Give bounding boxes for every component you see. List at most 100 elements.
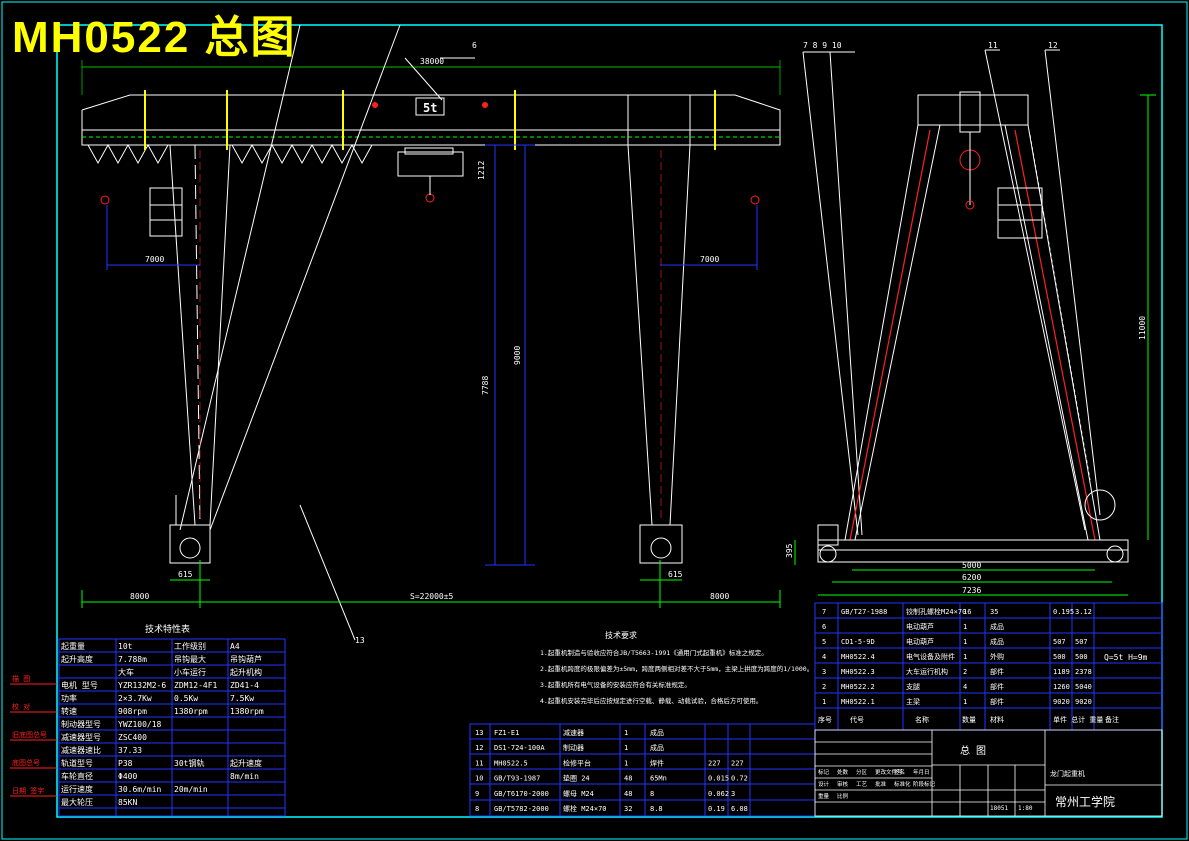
bom-upper-cell: 9020 bbox=[1075, 698, 1092, 706]
title-block-role: 工艺 bbox=[856, 781, 868, 788]
tech-table-cell: 30.6m/min bbox=[118, 785, 162, 794]
bom-upper-cell: 成品 bbox=[990, 622, 1004, 631]
tech-table-cell: 小车运行 bbox=[174, 667, 206, 677]
bom-upper-cell: 部件 bbox=[990, 667, 1004, 676]
bom-upper-cell: 部件 bbox=[990, 697, 1004, 706]
bom-upper-grid bbox=[814, 602, 1163, 731]
bom-lower-cell: DS1-724-100A bbox=[494, 744, 545, 752]
tech-table-cell: 起升高度 bbox=[61, 654, 93, 664]
bom-upper-cell: 5 bbox=[822, 638, 826, 646]
bom-lower-cell: 3 bbox=[731, 790, 735, 798]
bom-lower-cell: 1 bbox=[624, 744, 628, 752]
title-block-role: 分区 bbox=[856, 768, 868, 776]
bom-upper-cell: 6 bbox=[822, 623, 826, 631]
tech-table-cell: 大车 bbox=[118, 667, 134, 677]
bom-lower-cell: GB/T6170-2000 bbox=[494, 790, 549, 798]
balloon-12: 12 bbox=[1048, 41, 1058, 50]
dim-left-leg: 615 bbox=[178, 570, 193, 579]
bom-upper-cell: 4 bbox=[963, 683, 967, 691]
title-block-role: 年月日 bbox=[913, 768, 930, 776]
dim-base: 395 bbox=[785, 543, 794, 558]
bom-lower-cell: 成品 bbox=[650, 728, 664, 737]
bom-upper-cell: 35 bbox=[990, 608, 998, 616]
capacity-tag: 5t bbox=[423, 101, 437, 115]
bom-upper-header-cell: 名称 bbox=[915, 715, 929, 724]
main-elevation bbox=[81, 24, 781, 641]
bom-upper-cell: 507 bbox=[1053, 638, 1066, 646]
bom-lower-cell: 6.08 bbox=[731, 805, 748, 813]
tech-table-cell: 起升机构 bbox=[230, 667, 262, 677]
bom-lower-cell: 12 bbox=[475, 744, 483, 752]
bom-upper-cell: 1 bbox=[963, 698, 967, 706]
title-block-role: 设计 bbox=[818, 780, 830, 788]
bom-upper-cell: 9020 bbox=[1053, 698, 1070, 706]
dim-9000: 9000 bbox=[513, 346, 522, 365]
bom-upper-header-cell: 数量 bbox=[962, 715, 976, 724]
tech-table-cell: 功率 bbox=[61, 693, 77, 703]
title-block-role: 处数 bbox=[837, 768, 849, 776]
bom-lower-cell: 垫圈 24 bbox=[563, 774, 590, 783]
tech-table-cell: 37.33 bbox=[118, 746, 142, 755]
title-block-role: 批准 bbox=[875, 780, 887, 788]
tech-notes: 1.起重机制造与验收应符合JB/T5663-1991《通用门式起重机》标准之规定… bbox=[540, 648, 813, 705]
bom-upper-cell: GB/T27-1988 bbox=[841, 608, 887, 616]
bom-upper-cell: MH0522.1 bbox=[841, 698, 875, 706]
tech-note: 1.起重机制造与验收应符合JB/T5663-1991《通用门式起重机》标准之规定… bbox=[540, 648, 768, 657]
bom-upper-cell: 1260 bbox=[1053, 683, 1070, 691]
bom-upper-cell: 支腿 bbox=[906, 682, 920, 691]
bom-lower-cell: FZ1-E1 bbox=[494, 729, 519, 737]
bom-lower-cell: 螺母 M24 bbox=[563, 789, 594, 798]
title-block-role: 审核 bbox=[837, 780, 849, 788]
tech-table-cell: 制动器型号 bbox=[61, 719, 101, 729]
bom-upper-cell: 电动葫芦 bbox=[906, 637, 934, 646]
tech-table-cell: 7.5Kw bbox=[230, 694, 254, 703]
bom-lower-cell: 13 bbox=[475, 729, 483, 737]
dim-span-total: 38000 bbox=[420, 57, 444, 66]
drawing-title: MH0522 总图 bbox=[12, 13, 297, 62]
bom-lower-cell: 48 bbox=[624, 790, 632, 798]
stamp-label: 底图总号 bbox=[12, 758, 40, 767]
bom-upper-cell: 2378 bbox=[1075, 668, 1092, 676]
tech-table-cell: 20m/min bbox=[174, 785, 208, 794]
bom-upper-cell: 1189 bbox=[1053, 668, 1070, 676]
stamp-label: 旧底图总号 bbox=[12, 730, 47, 739]
bom-upper-cell: 主梁 bbox=[906, 697, 920, 706]
bom-upper-cell: 0.195 bbox=[1053, 608, 1074, 616]
bom-upper-header: 序号代号名称数量材料单件 总计 重量备注 bbox=[818, 715, 1119, 724]
left-stamp-column bbox=[10, 683, 57, 797]
bom-upper-cell: 外购 bbox=[990, 652, 1004, 661]
bom-lower-cell: 227 bbox=[731, 759, 744, 767]
bom-lower-cell: 成品 bbox=[650, 743, 664, 752]
tech-table-cell: 轨道型号 bbox=[61, 758, 93, 768]
title-block-role: 阶段标记 bbox=[913, 780, 936, 788]
bom-lower-cell: GB/T93-1987 bbox=[494, 775, 540, 783]
bom-lower-cell: 检修平台 bbox=[563, 758, 591, 767]
inner-border bbox=[56, 24, 1163, 818]
balloon-group: 7 8 9 10 bbox=[803, 41, 842, 50]
bom-upper-cell: 电气设备及附件 bbox=[906, 652, 955, 661]
bom-upper-cell: 1 bbox=[963, 653, 967, 661]
bom-upper-cell: 500 bbox=[1053, 653, 1066, 661]
tech-table-cell: 30t钢轨 bbox=[174, 758, 204, 768]
tech-table-cell: 运行速度 bbox=[61, 784, 93, 794]
tech-table-cell: 10t bbox=[118, 642, 133, 651]
tech-table-cell: A4 bbox=[230, 642, 240, 651]
bom-upper-header-cell: 代号 bbox=[850, 715, 864, 724]
bom-lower-cell: 0.72 bbox=[731, 775, 748, 783]
side-elevation bbox=[794, 49, 1156, 596]
tech-table-cell: 7.788m bbox=[118, 655, 147, 664]
bom-lower-cell: 227 bbox=[708, 759, 721, 767]
dim-6200: 6200 bbox=[962, 573, 981, 582]
title-block-role: 重量 bbox=[818, 792, 830, 800]
dim-side-height: 11000 bbox=[1138, 316, 1147, 340]
bom-upper-header-cell: 备注 bbox=[1105, 715, 1119, 724]
bom-lower-cell: 0.062 bbox=[708, 790, 729, 798]
bom-lower-cell: 32 bbox=[624, 805, 632, 813]
bom-upper-cell: 500 bbox=[1075, 653, 1088, 661]
tech-table-cell: 起升速度 bbox=[230, 758, 262, 768]
bom-upper-cell: 部件 bbox=[990, 682, 1004, 691]
bom-lower-cell: 0.015 bbox=[708, 775, 729, 783]
